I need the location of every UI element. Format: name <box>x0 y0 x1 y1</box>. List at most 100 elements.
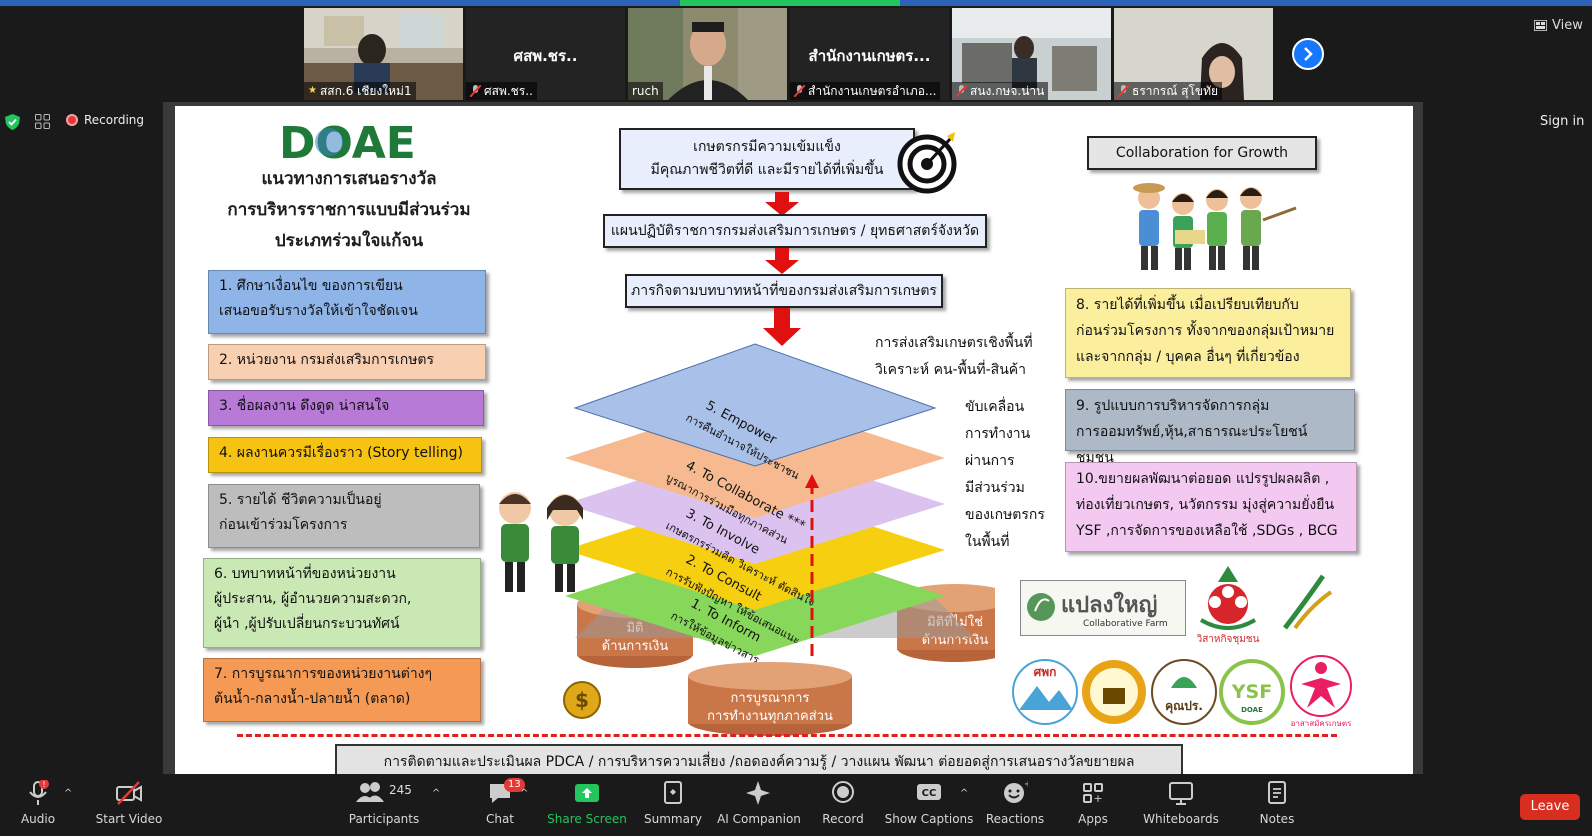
agri-volunteer-text: อาสาสมัครเกษตร <box>1291 719 1353 728</box>
svg-text:+: + <box>1093 792 1102 805</box>
participant-caption: สนง.กษจ.น่าน <box>952 82 1049 100</box>
guideline-box-4: 4. ผลงานควรมีเรื่องราว (Story telling) <box>208 437 482 473</box>
participant-tile[interactable]: ★สสก.6 เชียงใหม่1 <box>304 8 463 100</box>
participant-tile[interactable]: ธรากรณ์ สุโขทัย <box>1114 8 1273 100</box>
shared-slide: DOAE แนวทางการเสนอรางวัล การบริหารราชการ… <box>175 106 1413 796</box>
mission-box: ภารกิจตามบทบาทหน้าที่ของกรมส่งเสริมการเก… <box>625 274 943 308</box>
chat-button[interactable]: 13 Chat <box>456 778 544 826</box>
start-video-button[interactable]: Start Video <box>84 780 174 826</box>
guideline-box-8: 8. รายได้ที่เพิ่มขึ้น เมื่อเปรียบเทียบกั… <box>1065 288 1351 378</box>
area-based-text: การส่งเสริมเกษตรเชิงพื้นที่ วิเคราะห์ คน… <box>875 335 1033 378</box>
ysf-logo-text: YSF <box>1231 681 1272 703</box>
participant-caption: ธรากรณ์ สุโขทัย <box>1114 82 1223 100</box>
meeting-toolbar: ! Audio ^ Start Video 245 Participants ^… <box>0 774 1592 836</box>
coin-icon <box>563 681 601 719</box>
participant-display-name: ศสพ.ชร.. <box>513 47 578 65</box>
guideline-box-6: 6. บทบาทหน้าที่ของหน่วยงาน ผู้ประสาน, ผู… <box>203 558 481 648</box>
mic-off-icon <box>470 85 481 97</box>
guideline-box-1: 1. ศึกษาเงื่อนไข ของการเขียน เสนอขอรับรา… <box>208 270 486 334</box>
collaboration-title-box: Collaboration for Growth <box>1087 136 1317 170</box>
record-button[interactable]: Record <box>798 780 888 826</box>
mic-off-icon <box>794 85 805 97</box>
chevron-right-icon <box>1304 47 1313 61</box>
summary-icon <box>664 781 682 804</box>
farmers-group-illustration <box>1133 183 1297 270</box>
pyramid-layer-5 <box>573 343 937 467</box>
view-button[interactable]: View <box>1534 18 1583 33</box>
participant-caption: ศสพ.ชร.. <box>466 82 537 100</box>
participant-tile[interactable]: สนง.กษจ.น่าน <box>952 8 1111 100</box>
slide-title: แนวทางการเสนอรางวัล การบริหารราชการแบบมี… <box>227 169 471 251</box>
summary-button[interactable]: Summary <box>628 780 718 826</box>
sparkle-icon <box>746 781 770 805</box>
recording-indicator[interactable]: Recording <box>66 113 144 127</box>
participation-pyramid: มิติ ด้านการเงิน มิติที่ไม่ใช่ ด้านการเง… <box>563 343 995 736</box>
reactions-smiley-icon: + <box>1004 780 1028 803</box>
next-participants-button[interactable] <box>1292 38 1324 70</box>
participant-tile[interactable]: สำนักงานเกษตร... สำนักงานเกษตรอำเภอ... <box>790 8 949 100</box>
sign-in-button[interactable]: Sign in <box>1540 114 1585 129</box>
top-status-strip <box>0 0 1592 6</box>
video-off-icon <box>116 781 142 805</box>
plaeng-yai-text: แปลงใหญ่ <box>1061 593 1158 618</box>
pin-icon: ★ <box>308 85 317 96</box>
red-dashed-divider <box>237 734 1337 737</box>
cylinder-financial-line2: ด้านการเงิน <box>602 639 669 654</box>
whiteboards-button[interactable]: Whiteboards <box>1136 780 1226 826</box>
talking-indicator <box>680 0 900 6</box>
svg-text:CC: CC <box>922 788 937 799</box>
reactions-button[interactable]: + Reactions <box>970 780 1060 826</box>
cylinder-integration-line1: การบูรณาการ <box>731 691 810 706</box>
cylinder-integration-line2: การทำงานทุกภาคส่วน <box>707 709 833 724</box>
target-icon <box>897 132 957 194</box>
svg-text:!: ! <box>42 780 45 789</box>
leave-button[interactable]: Leave <box>1520 794 1580 820</box>
farm-center-logo <box>1082 660 1146 724</box>
community-enterprise-logo: วิสาหกิจชุมชน <box>1196 566 1260 645</box>
community-enterprise-text: วิสาหกิจชุมชน <box>1196 634 1259 645</box>
audio-options-caret[interactable]: ^ <box>64 788 73 799</box>
chat-unread-badge: 13 <box>504 778 525 792</box>
captions-options-caret[interactable]: ^ <box>960 788 969 799</box>
dollar-sign: $ <box>575 688 589 712</box>
participants-count: 245 <box>389 783 412 797</box>
down-arrow-icon <box>765 248 799 274</box>
participant-caption: ruch <box>628 82 663 100</box>
captions-icon: CC <box>917 784 941 800</box>
participant-tile[interactable]: ศสพ.ชร.. ศสพ.ชร.. <box>466 8 625 100</box>
down-arrow-icon <box>763 308 801 346</box>
participants-icon: 245 <box>356 782 412 802</box>
show-captions-button[interactable]: CC Show Captions <box>884 780 974 826</box>
ai-companion-button[interactable]: AI Companion <box>714 780 804 826</box>
guideline-box-2: 2. หน่วยงาน กรมส่งเสริมการเกษตร <box>208 344 486 380</box>
audio-button[interactable]: ! Audio <box>20 780 56 826</box>
participants-options-caret[interactable]: ^ <box>432 788 441 799</box>
spk-logo: ศพก <box>1012 659 1078 725</box>
guideline-box-3: 3. ชื่อผลงาน ดึงดูด น่าสนใจ <box>208 390 484 426</box>
plaeng-yai-graphic <box>1027 593 1055 621</box>
drive-participation-text: ขับเคลื่อน การทำงาน ผ่านการ มีส่วนร่วม ข… <box>965 399 1045 550</box>
video-strip: ★สสก.6 เชียงใหม่1 ศสพ.ชร.. ศสพ.ชร.. ruch… <box>304 8 1273 100</box>
mic-off-icon <box>956 85 967 97</box>
cartoon-officers-illustration <box>499 492 583 592</box>
participant-caption: ★สสก.6 เชียงใหม่1 <box>304 82 416 100</box>
doae-logo: DOAE <box>279 118 416 164</box>
notes-button[interactable]: Notes <box>1232 780 1322 826</box>
share-screen-button[interactable]: Share Screen <box>542 780 632 826</box>
guideline-box-7: 7. การบูรณาการของหน่วยงานต่างๆ ต้นน้ำ-กล… <box>203 658 481 722</box>
meeting-info-grid-icon[interactable] <box>35 114 50 129</box>
ysf-doae-text: DOAE <box>1241 706 1263 714</box>
apps-button[interactable]: + Apps <box>1048 780 1138 826</box>
ysf-logo: YSF DOAE <box>1219 659 1285 725</box>
chat-options-caret[interactable]: ^ <box>520 788 529 799</box>
guideline-box-5: 5. รายได้ ชีวิตความเป็นอยู่ ก่อนเข้าร่วม… <box>208 484 480 548</box>
khunchor-logo: คุณปร. <box>1151 659 1217 725</box>
participant-tile-active-speaker[interactable]: ruch <box>628 8 787 100</box>
security-shield-icon[interactable] <box>5 114 20 130</box>
recording-dot-icon <box>66 114 78 126</box>
khunchor-logo-text: คุณปร. <box>1165 699 1203 714</box>
guideline-box-10: 10.ขยายผลพัฒนาต่อยอด แปรรูปผลผลิต , ท่อง… <box>1065 462 1357 552</box>
goal-box: เกษตรกรมีความเข้มแข็ง มีคุณภาพชีวิตที่ดี… <box>619 128 915 190</box>
participants-button[interactable]: 245 Participants <box>339 780 429 826</box>
